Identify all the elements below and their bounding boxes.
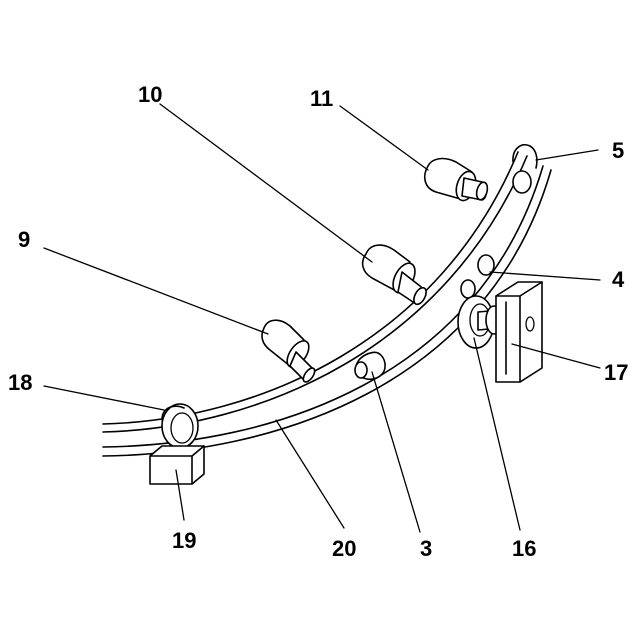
label-20: 20: [332, 536, 356, 561]
label-11: 11: [310, 86, 333, 111]
cylinder-10: [363, 245, 429, 306]
label-5: 5: [612, 138, 624, 163]
cylinder-9: [262, 320, 317, 384]
label-16: 16: [512, 536, 536, 561]
ring-18: [162, 404, 198, 448]
label-17: 17: [604, 360, 628, 385]
label-19: 19: [172, 528, 196, 553]
label-3: 3: [420, 536, 432, 561]
bracket-17: [496, 282, 542, 382]
label-4: 4: [612, 267, 625, 292]
label-18: 18: [8, 370, 32, 395]
label-9: 9: [18, 227, 30, 252]
ball-3: [355, 352, 385, 379]
label-10: 10: [138, 82, 162, 107]
cylinder-11: [425, 159, 489, 204]
ball-5: [513, 171, 531, 193]
